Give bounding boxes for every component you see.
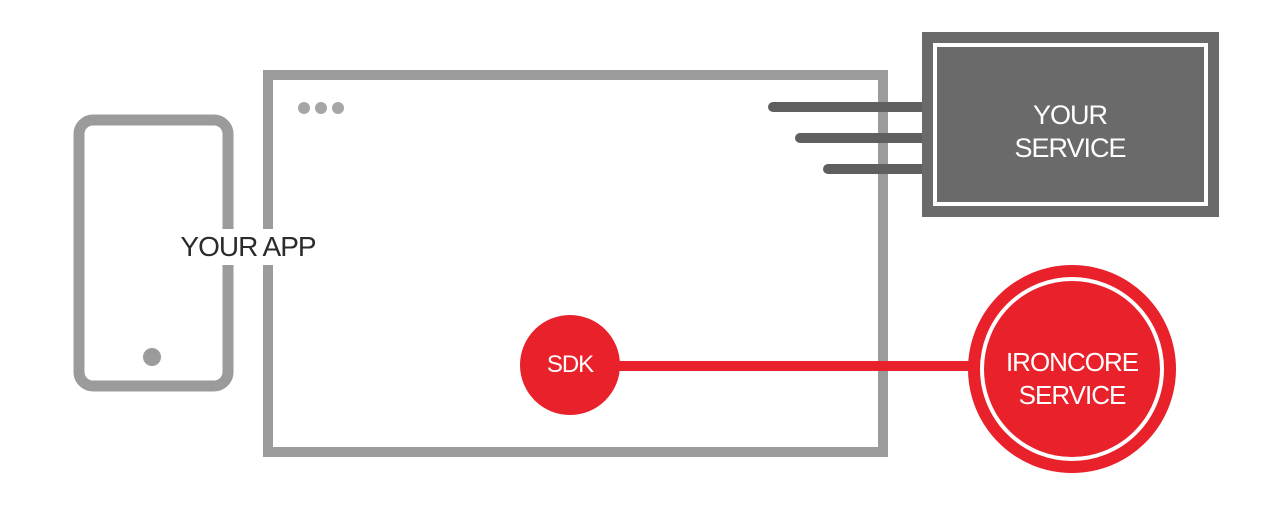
sdk-circle <box>520 315 620 415</box>
ironcore-service-inner-ring <box>980 277 1164 461</box>
your-service-label-line-2: SERVICE <box>1014 133 1126 163</box>
window-dot-3 <box>332 102 344 114</box>
phone-home-button <box>143 348 161 366</box>
ironcore-service-circle <box>968 265 1176 473</box>
ironcore-label-line-1: IRONCORE <box>1005 347 1139 377</box>
your-service-label-line-1: YOUR <box>1032 100 1108 130</box>
window-dot-1 <box>298 102 310 114</box>
your-service-inner-border <box>933 43 1208 206</box>
ironcore-service-label: IRONCORE SERVICE <box>975 346 1169 412</box>
your-app-label: YOUR APP <box>168 229 328 265</box>
your-service-box <box>922 32 1219 217</box>
sdk-label: SDK <box>546 351 594 378</box>
window-dot-2 <box>315 102 327 114</box>
your-service-label: YOUR SERVICE <box>934 99 1206 165</box>
ironcore-label-line-2: SERVICE <box>1018 380 1127 410</box>
